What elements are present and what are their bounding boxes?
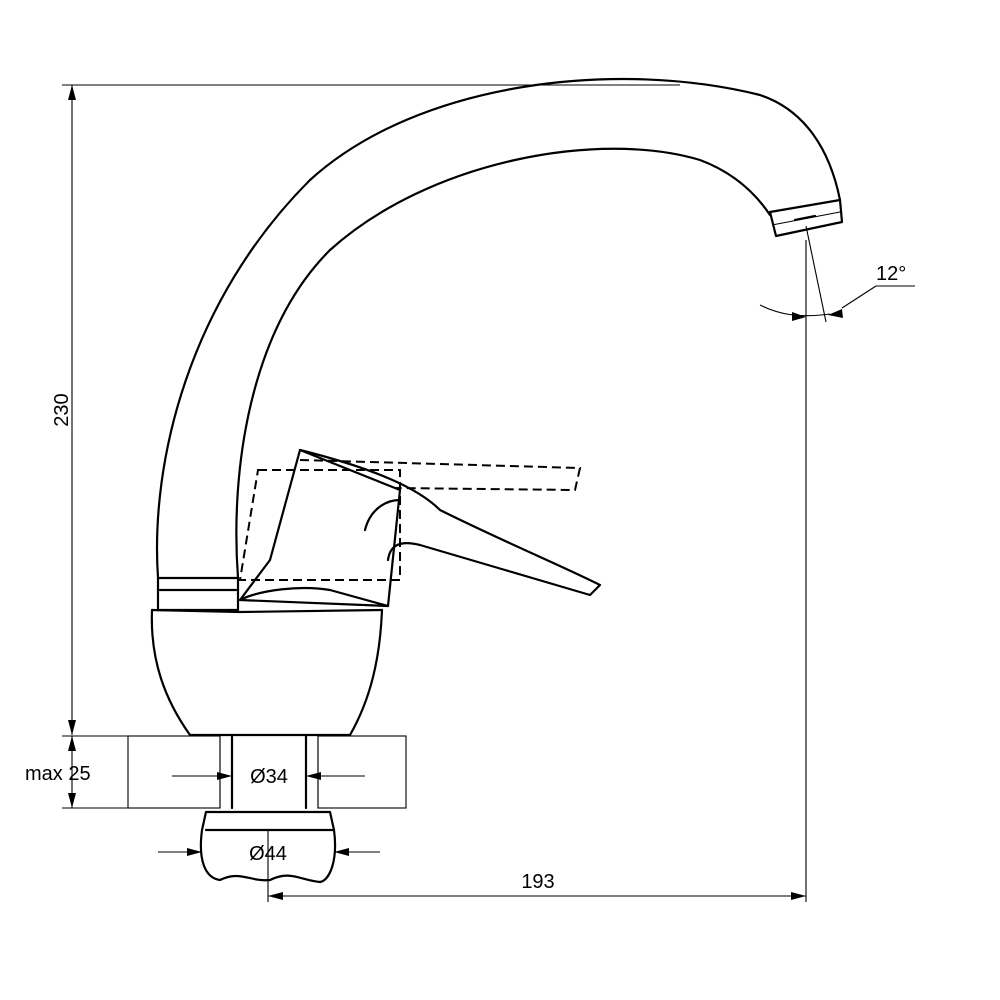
lever-detail [363, 498, 402, 532]
countertop [127, 734, 407, 810]
mounting-nut [199, 810, 337, 884]
countertop-right [317, 735, 407, 809]
dim-193-label: 193 [521, 871, 554, 893]
dim-44-arrow-right [334, 848, 349, 856]
dim-193-arrow-left [268, 892, 283, 900]
spout-collar [156, 576, 240, 612]
base-joint [238, 586, 390, 608]
alt-cartridge [238, 469, 401, 581]
dim-12-label: 12° [876, 263, 906, 285]
dim-25-arrow-bottom [68, 793, 76, 808]
aerator-slot [793, 214, 817, 222]
faucet-base [150, 576, 384, 737]
dim-230-arrow-bottom [68, 720, 76, 735]
handle-lever [298, 448, 602, 597]
dim-34-label: Ø34 [250, 766, 288, 788]
dim-12-arc [759, 304, 831, 317]
base-body [150, 608, 384, 737]
dim-34-arrow-left [217, 772, 232, 780]
lever-handle [238, 448, 602, 608]
dim-230-arrow-top [68, 85, 76, 100]
spout-inner [235, 147, 772, 580]
dim-12-leader [841, 285, 877, 309]
aerator [768, 198, 844, 238]
dim-193-arrow-right [791, 892, 806, 900]
spout [155, 77, 844, 580]
dimensions: 230 max 25 Ø34 Ø44 193 12° [25, 84, 915, 902]
dim-44-arrow-left [187, 848, 202, 856]
countertop-left [127, 735, 221, 809]
dim-12-arrow-right [828, 309, 843, 318]
dim-230-label: 230 [51, 393, 73, 426]
alt-lever [299, 459, 582, 492]
dim-12-ray [805, 225, 827, 323]
lever-alt-position [238, 459, 582, 581]
dim-34-arrow-right [306, 772, 321, 780]
nut-body [199, 810, 337, 884]
spout-outer [155, 77, 842, 580]
dim-25-label: max 25 [25, 763, 91, 785]
dim-12-arrow-left [792, 312, 806, 321]
dim-25-arrow-top [68, 736, 76, 751]
